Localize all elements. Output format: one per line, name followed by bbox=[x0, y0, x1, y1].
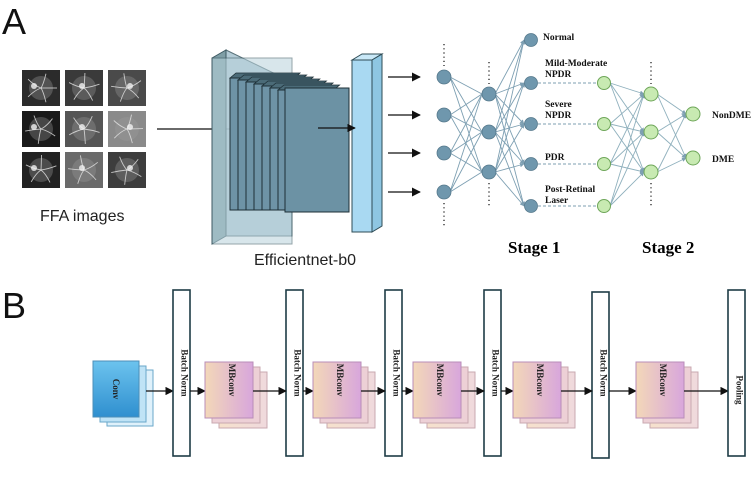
ffa-thumbnail bbox=[65, 152, 103, 188]
network-node bbox=[685, 150, 701, 166]
ffa-thumbnail bbox=[108, 111, 146, 147]
batch-norm-block bbox=[591, 291, 610, 459]
panel-label-b: B bbox=[2, 285, 26, 326]
network-node bbox=[524, 157, 538, 171]
ffa-thumbnail bbox=[22, 152, 60, 188]
ffa-thumbnail bbox=[22, 111, 60, 147]
network-connections bbox=[449, 39, 687, 207]
mbconv-block bbox=[512, 361, 576, 429]
batch-norm-label: Batch Norm bbox=[293, 349, 303, 397]
conv-block: Conv bbox=[92, 360, 154, 427]
mbconv-label: MBconv bbox=[435, 364, 445, 397]
network-node bbox=[597, 157, 611, 171]
ffa-thumbnail bbox=[65, 111, 103, 147]
stage1-class-label: PDR bbox=[545, 153, 565, 163]
network-node bbox=[481, 86, 497, 102]
ffa-image-grid bbox=[22, 70, 146, 188]
mbconv-label: MBconv bbox=[227, 364, 237, 397]
network-node bbox=[597, 199, 611, 213]
network-node bbox=[436, 184, 452, 200]
stage2-class-label: DME bbox=[712, 155, 734, 165]
stage1-label: Stage 1 bbox=[508, 238, 560, 257]
mbconv-label: MBconv bbox=[658, 364, 668, 397]
network-node bbox=[524, 117, 538, 131]
network-node bbox=[481, 164, 497, 180]
network-node bbox=[643, 124, 659, 140]
batch-norm-block bbox=[483, 289, 502, 457]
ffa-images-caption: FFA images bbox=[40, 208, 124, 225]
mbconv-label: MBconv bbox=[335, 364, 345, 397]
ffa-thumbnail bbox=[65, 70, 103, 106]
batch-norm-label: Batch Norm bbox=[491, 349, 501, 397]
mbconv-block bbox=[635, 361, 699, 429]
mbconv-label: MBconv bbox=[535, 364, 545, 397]
batch-norm-label: Batch Norm bbox=[392, 349, 402, 397]
stage1-class-label: Normal bbox=[543, 33, 574, 43]
batch-norm-label: Batch Norm bbox=[599, 349, 609, 397]
network-node bbox=[436, 69, 452, 85]
ffa-thumbnail bbox=[22, 70, 60, 106]
batch-norm-block bbox=[384, 289, 403, 457]
pipeline-b: Batch Norm Batch Norm Batch Norm Batch Norm… bbox=[146, 289, 746, 459]
mbconv-block bbox=[412, 361, 476, 429]
network-node bbox=[685, 106, 701, 122]
network-node bbox=[643, 164, 659, 180]
network-node bbox=[597, 117, 611, 131]
pooling-label: Pooling bbox=[735, 375, 745, 405]
mbconv-block bbox=[312, 361, 376, 429]
network-node bbox=[524, 76, 538, 90]
network-node bbox=[643, 86, 659, 102]
network-node bbox=[524, 33, 538, 47]
batch-norm-block bbox=[285, 289, 304, 457]
backbone-caption: Efficientnet-b0 bbox=[254, 252, 356, 269]
efficientnet-stack bbox=[211, 49, 384, 245]
stage2-class-labels: NonDME DME bbox=[712, 111, 751, 165]
panel-label-a: A bbox=[2, 1, 26, 42]
network-node bbox=[597, 76, 611, 90]
ffa-thumbnail bbox=[108, 70, 146, 106]
feature-arrows bbox=[388, 72, 421, 197]
network-node bbox=[436, 107, 452, 123]
pooling-block bbox=[727, 289, 746, 457]
network-node bbox=[481, 124, 497, 140]
conv-label: Conv bbox=[111, 379, 121, 400]
mbconv-block bbox=[204, 361, 268, 429]
network-node bbox=[436, 145, 452, 161]
network-node bbox=[524, 199, 538, 213]
network-nodes bbox=[436, 33, 701, 213]
stage2-label: Stage 2 bbox=[642, 238, 694, 257]
ffa-thumbnail bbox=[108, 152, 146, 188]
stage2-class-label: NonDME bbox=[712, 111, 751, 121]
batch-norm-block bbox=[172, 289, 191, 457]
batch-norm-label: Batch Norm bbox=[180, 349, 190, 397]
